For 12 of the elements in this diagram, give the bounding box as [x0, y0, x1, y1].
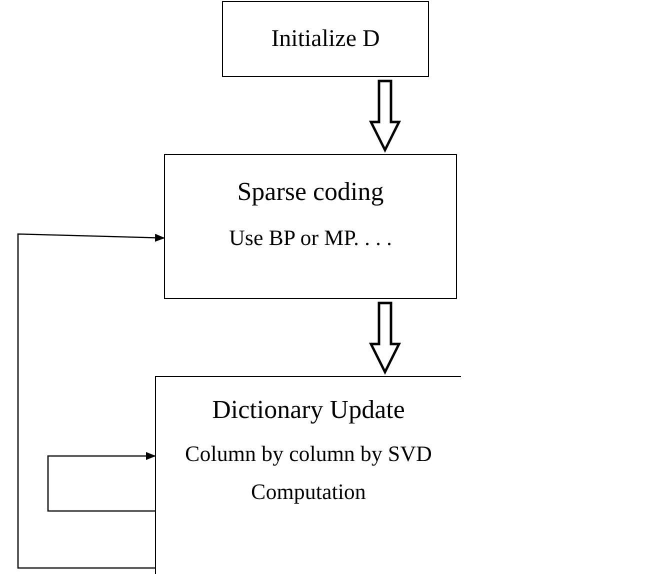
box-text: Use BP or MP. . . . [228, 224, 393, 252]
feedback-arrow [17, 233, 165, 569]
process-box [155, 376, 461, 574]
box-title: Dictionary Update [211, 394, 406, 426]
block-arrow [368, 80, 402, 153]
feedback-arrow [47, 452, 156, 512]
process-box [222, 1, 429, 77]
process-box [164, 154, 457, 299]
box-title: Sparse coding [236, 176, 385, 208]
box-text: Column by column by SVD Computation [184, 440, 433, 506]
block-arrow [368, 302, 402, 375]
box-title: Initialize D [270, 25, 381, 54]
